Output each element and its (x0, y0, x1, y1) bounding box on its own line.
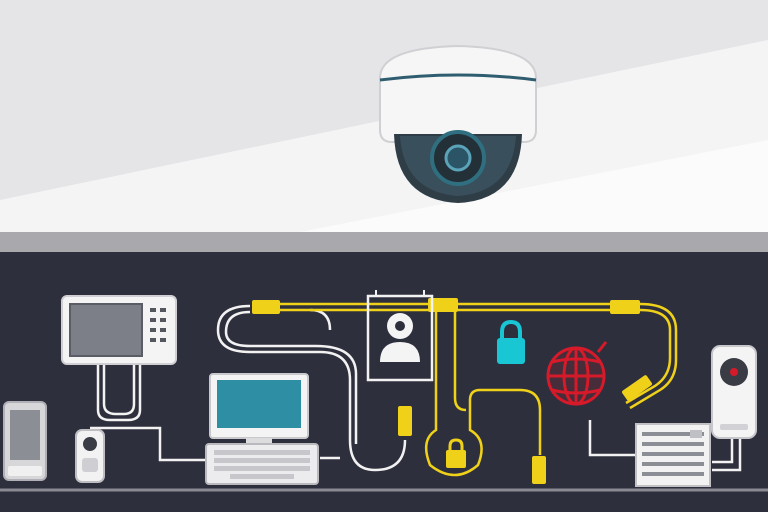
padlock-icon (446, 438, 466, 468)
usb-plug-icon (252, 300, 280, 314)
usb-plug-icon (532, 456, 546, 484)
desktop-computer-icon (205, 373, 319, 485)
dome-camera-icon (379, 44, 537, 203)
cable-connectors (252, 298, 652, 484)
yellow-cables (280, 302, 678, 477)
usb-plug-icon (622, 375, 652, 401)
padlock-icon (497, 319, 525, 364)
smart-camera-icon (711, 345, 757, 439)
usb-plug-icon (428, 298, 458, 312)
user-profile-panel-icon (366, 290, 434, 382)
wall-trim-band (0, 232, 768, 252)
intercom-monitor-icon (61, 295, 177, 365)
smartphone-icon (3, 401, 47, 481)
globe-network-icon (546, 341, 608, 406)
doorbell-camera-icon (75, 429, 105, 483)
white-cables (90, 304, 742, 472)
usb-plug-icon (610, 300, 640, 314)
network-switch-icon (635, 423, 711, 487)
usb-plug-icon (398, 406, 412, 436)
